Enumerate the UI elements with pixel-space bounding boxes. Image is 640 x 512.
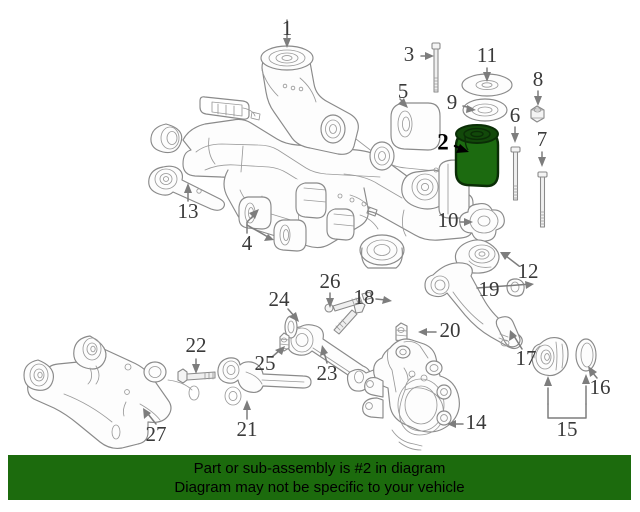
callout-9: 9	[447, 90, 458, 114]
callout-2: 2	[437, 129, 449, 154]
callout-7: 7	[537, 127, 548, 151]
callout-20: 20	[440, 318, 461, 342]
callout-13: 13	[178, 199, 199, 223]
callout-27: 27	[146, 422, 167, 446]
callout-16: 16	[590, 375, 611, 399]
callout-3: 3	[404, 42, 415, 66]
part-16-retaining-ring	[575, 338, 597, 372]
part-9-washer-small	[462, 98, 508, 122]
part-21-stabilizer-link	[217, 357, 312, 406]
callout-21: 21	[237, 417, 258, 441]
callout-26: 26	[320, 269, 341, 293]
part-18-bolt-short	[324, 291, 373, 313]
callout-25: 25	[255, 351, 276, 375]
part-2-rear-subframe-bushing-highlighted	[454, 124, 500, 188]
callout-24: 24	[269, 287, 291, 311]
callout-15: 15	[557, 417, 578, 441]
callout-1: 1	[282, 16, 293, 40]
callout-19: 19	[479, 277, 500, 301]
part-6-bolt-medium	[510, 146, 521, 201]
rear-subframe-assembly	[148, 45, 474, 269]
part-10-cross-plate	[459, 203, 505, 242]
callout-23: 23	[317, 361, 338, 385]
part-14-steering-knuckle	[362, 338, 460, 451]
part-15-wheel-bearing	[531, 337, 569, 377]
callout-5: 5	[398, 79, 409, 103]
part-24-washer-toe	[284, 315, 298, 339]
callout-8: 8	[533, 67, 544, 91]
part-3-long-bolt	[431, 42, 441, 93]
part-note-banner: Part or sub-assembly is #2 in diagram Di…	[8, 455, 631, 500]
callout-6: 6	[510, 103, 521, 127]
part-7-bolt-long	[537, 171, 548, 228]
part-25-nut-toe	[279, 332, 290, 352]
callout-12: 12	[518, 259, 539, 283]
callout-leaders	[143, 19, 598, 428]
part-26-bolt-eccentric	[333, 300, 366, 335]
callout-17: 17	[516, 346, 537, 370]
part-5-subframe-bushing	[390, 102, 441, 151]
callout-11: 11	[477, 43, 497, 67]
callout-numbers: 1 2 3 4 5 6 7 8 9 10 11 12 13 14 15 16 1…	[146, 16, 611, 446]
part-27-lower-control-arm	[23, 335, 200, 449]
stopper-bushing-right	[273, 219, 307, 252]
part-8-nut	[530, 105, 545, 123]
callout-14: 14	[466, 410, 488, 434]
callout-4: 4	[242, 231, 253, 255]
callout-22: 22	[186, 333, 207, 357]
banner-line-1: Part or sub-assembly is #2 in diagram	[193, 459, 446, 477]
part-19-upper-control-arm	[424, 262, 525, 350]
part-22-bolt-arm	[177, 368, 216, 384]
part-20-nut-flange	[395, 322, 408, 344]
banner-line-2: Diagram may not be specific to your vehi…	[174, 478, 465, 496]
callout-18: 18	[354, 285, 375, 309]
callout-10: 10	[438, 208, 459, 232]
